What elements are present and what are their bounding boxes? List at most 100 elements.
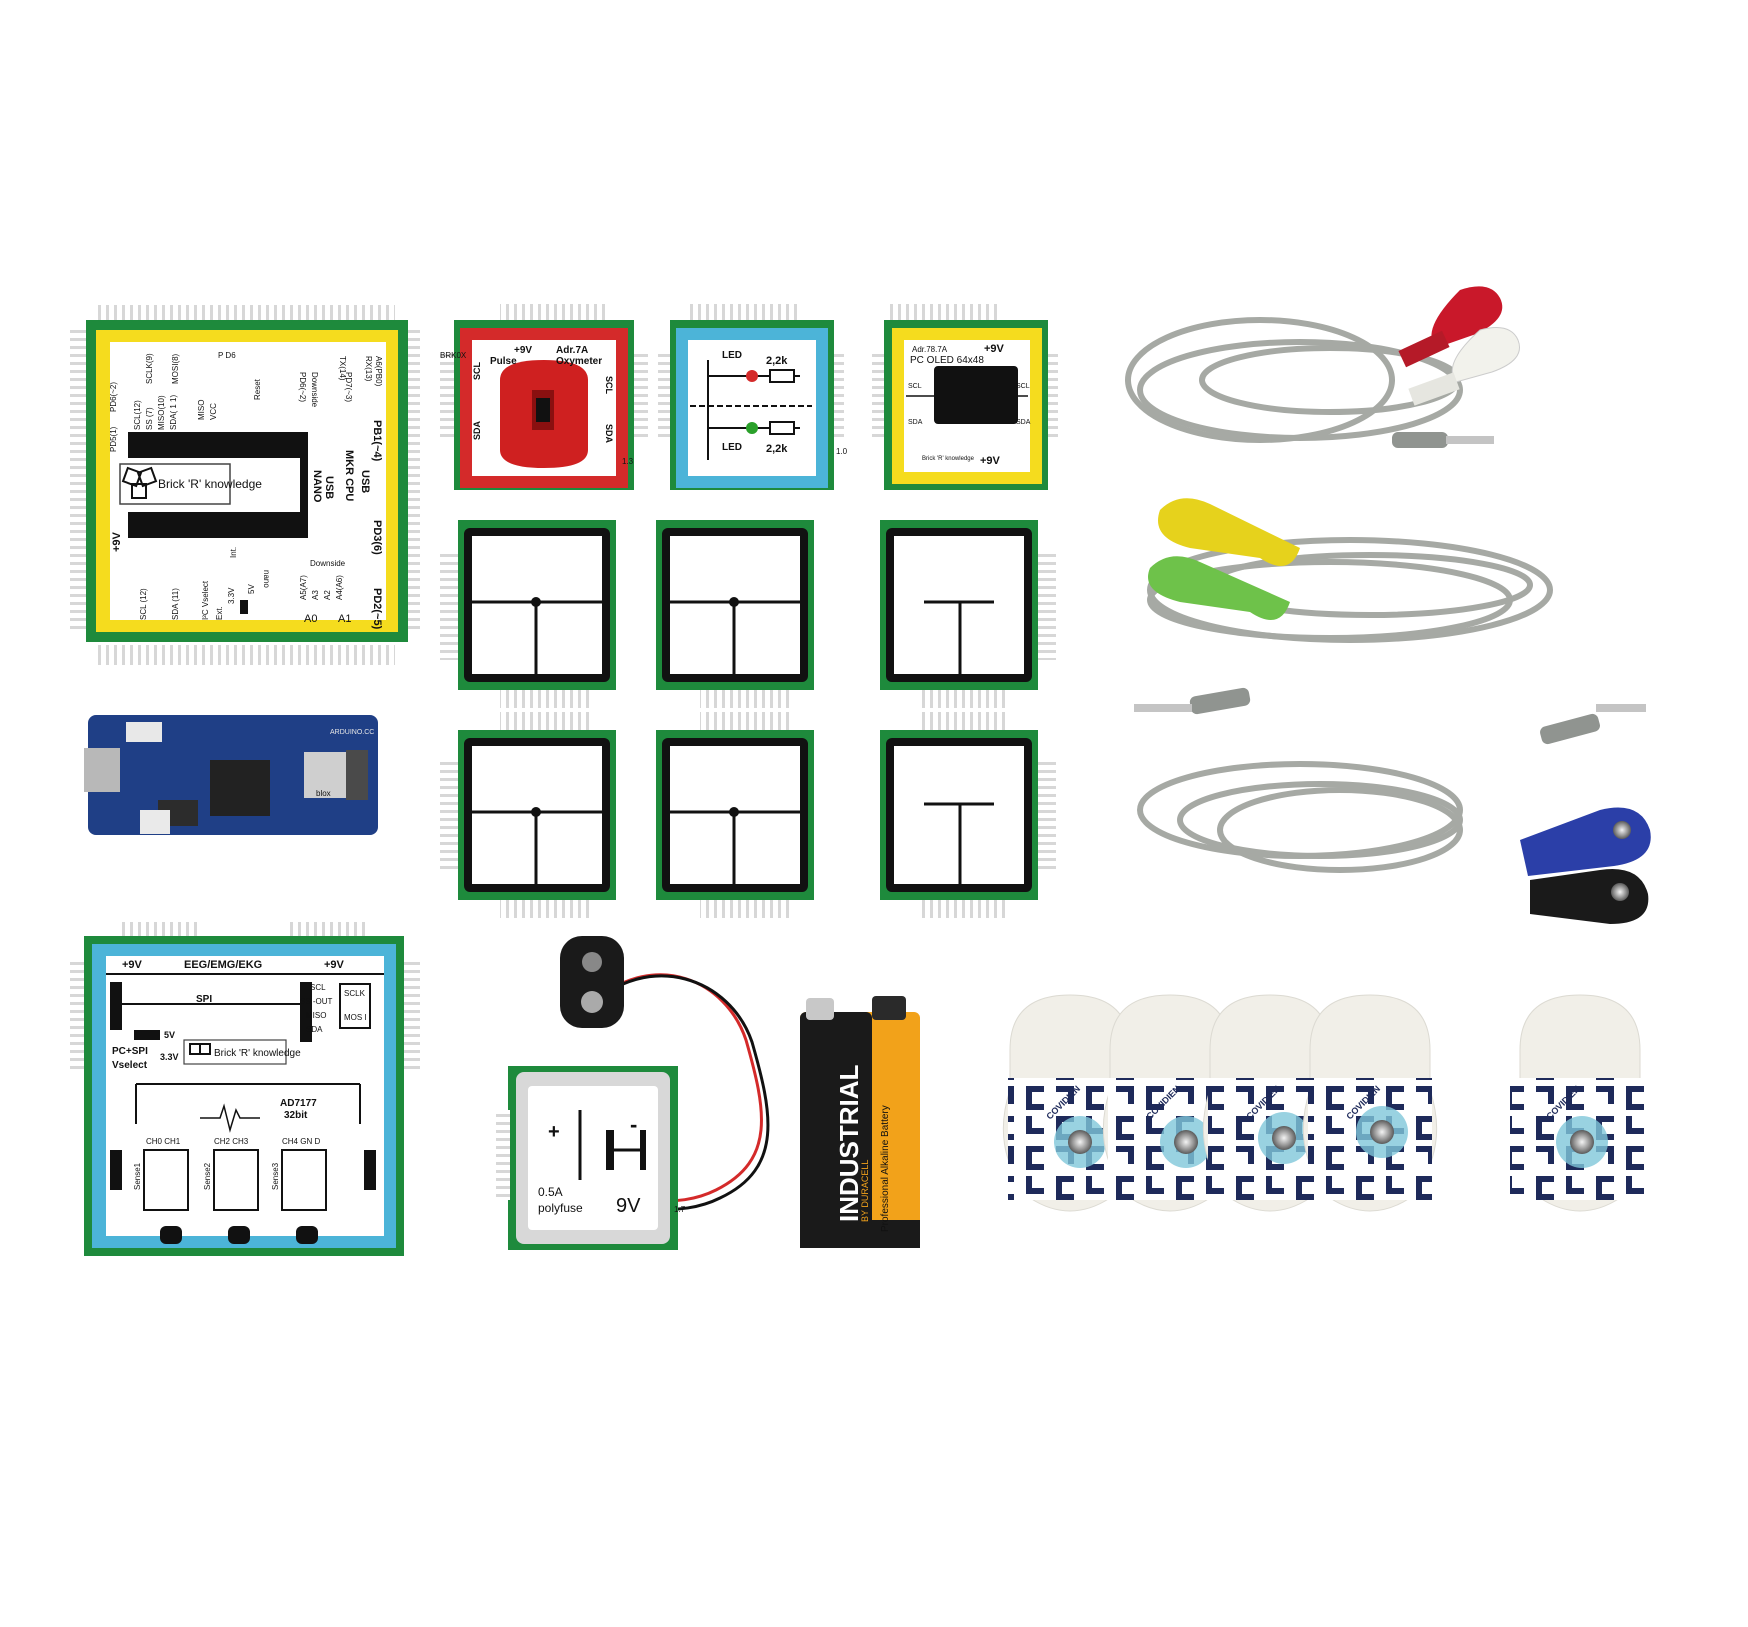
oled-v9b: +9V: [980, 455, 1001, 467]
mkr-cpu-brick: Brick 'R' knowledge PD6(~2) SCLK(9) MOSI…: [70, 305, 420, 665]
oled-scl2: SCL: [1016, 383, 1030, 390]
label-a1: A1: [338, 613, 351, 625]
wire-brick-t-end-1: [880, 520, 1056, 708]
snap-stud-icon: [1370, 1120, 1394, 1144]
label-scl12: SCL(12): [133, 400, 142, 430]
led-brick: LED 2,2k LED 2,2k 1.0: [658, 304, 848, 490]
wire-brick-t-end-2: [880, 712, 1056, 918]
battery-clip-icon: [560, 936, 624, 1028]
usb-port-icon: [84, 748, 120, 792]
snap-stud-icon: [1068, 1130, 1092, 1154]
pulse-oxy: Oxymeter: [556, 356, 602, 367]
ecg-cable-blue-black: [1137, 704, 1651, 924]
ecg-cable-yellow-green: [1134, 498, 1553, 715]
pulse-sda2: SDA: [604, 424, 614, 444]
label-a4: A4(A6): [335, 575, 344, 600]
battery-ver: 1.7: [674, 1205, 686, 1214]
blue-snap-icon: [1520, 807, 1651, 876]
green-snap-icon: [1148, 556, 1290, 620]
ecg-electrode-3: COVIDIEN: [1202, 994, 1338, 1212]
pulse-ver: 1.3: [622, 457, 634, 466]
eeg-sclk: SCLK: [344, 989, 366, 998]
led-ver: 1.0: [836, 447, 848, 456]
label-a6pb: A6(PB0): [374, 356, 383, 387]
black-snap-icon: [1530, 869, 1649, 924]
pulse-pulse: Pulse: [490, 356, 517, 367]
label-downside: Downside: [310, 372, 319, 408]
label-reset: Reset: [253, 378, 262, 400]
eeg-3v3: 3.3V: [160, 1052, 179, 1062]
battery-fuse: 0.5A: [538, 1185, 563, 1199]
eeg-vselect: Vselect: [112, 1060, 148, 1071]
eeg-ch4gnd: CH4 GN D: [282, 1137, 320, 1146]
brick-logo-icon: [121, 466, 158, 499]
battery-brand: INDUSTRIAL: [834, 1064, 864, 1222]
wire-brick-t-junction-2: [656, 520, 814, 708]
ecg-cable-red-white: [1125, 286, 1520, 448]
label-tx: TX(14): [338, 356, 347, 381]
pulse-sda: SDA: [472, 420, 482, 440]
label-sclk: SCLK(9): [145, 353, 154, 384]
led1-label: LED: [722, 350, 742, 361]
green-led-icon: [746, 422, 758, 434]
label-pd2: PD2(~5): [371, 588, 383, 630]
label-nano: NANO: [311, 470, 323, 503]
pulse-adr: Adr.7A: [556, 345, 588, 356]
arduino-chip-label: blox: [316, 789, 331, 798]
label-pd6-small: P D6: [218, 351, 236, 360]
oled-logo: Brick 'R' knowledge: [922, 456, 975, 462]
eeg-ch01: CH0 CH1: [146, 1137, 181, 1146]
battery-fuse2: polyfuse: [538, 1201, 583, 1215]
label-scl12b: SCL (12): [139, 588, 148, 620]
battery-by: BY DURACELL: [860, 1160, 870, 1222]
pulse-scl: SCL: [472, 361, 482, 380]
sense2-jack-icon: [228, 1226, 250, 1244]
eeg-sda: SDA: [306, 1025, 323, 1034]
ecg-electrode-5: COVIDIEN: [1510, 994, 1648, 1212]
label-5v: 5V: [247, 584, 256, 594]
eeg-title: EEG/EMG/EKG: [184, 959, 262, 971]
oled-title: PC OLED 64x48: [910, 355, 984, 366]
ecg-electrode-4: COVIDIEN: [1302, 994, 1438, 1212]
battery-plus: +: [548, 1121, 560, 1143]
pulse-code: BRK0X: [440, 351, 467, 360]
eeg-pcspi: PC+SPI: [112, 1046, 148, 1057]
eeg-chip: AD7177: [280, 1098, 317, 1109]
led2-label: LED: [722, 442, 742, 453]
red-snap-icon: [1431, 286, 1503, 348]
snap-stud-icon: [1272, 1126, 1296, 1150]
oled-brick: Adr.78.7A +9V PC OLED 64x48 SCL SDA SCL …: [872, 304, 1058, 490]
eeg-ss: SS -OUT: [300, 997, 333, 1006]
label-pd5: PD5(1): [109, 426, 118, 452]
white-snap-icon: [1451, 327, 1520, 383]
oled-adr: Adr.78.7A: [912, 345, 948, 354]
battery-minus: -: [630, 1112, 637, 1137]
label-pb1: PB1(~4): [371, 420, 383, 462]
label-usb: USB: [323, 476, 335, 499]
oled-scl: SCL: [908, 383, 922, 390]
audio-plug-icon: [1446, 436, 1494, 444]
label-pd3: PD3(6): [371, 520, 383, 555]
eeg-v9-left: +9V: [122, 959, 143, 971]
pulse-v9: +9V: [514, 345, 532, 356]
r2-label: 2,2k: [766, 443, 788, 455]
label-a2: A2: [323, 590, 332, 600]
duracell-9v-battery: INDUSTRIAL BY DURACELL Professional Alka…: [800, 996, 920, 1248]
label-plus9v: +9V: [111, 531, 123, 552]
label-nano-small: nano: [262, 570, 271, 588]
label-a0: A0: [304, 613, 317, 625]
eeg-scl: SCL: [310, 983, 326, 992]
eeg-spi: SPI: [196, 994, 212, 1005]
pulse-scl2: SCL: [604, 376, 614, 395]
eeg-ch23: CH2 CH3: [214, 1137, 249, 1146]
eeg-sense2: Sense2: [203, 1162, 212, 1190]
audio-plug-icon-2: [1134, 704, 1192, 712]
eeg-sense3: Sense3: [271, 1162, 280, 1190]
label-miso: MISO: [197, 400, 206, 420]
eeg-mosi: MOS I: [344, 1013, 367, 1022]
label-miso10: MISO(10): [157, 395, 166, 430]
label-pd6: PD6(~2): [109, 382, 118, 412]
ecg-electrode-2: COVIDIEN: [1102, 994, 1238, 1212]
arduino-brand: ARDUINO.CC: [330, 729, 374, 736]
